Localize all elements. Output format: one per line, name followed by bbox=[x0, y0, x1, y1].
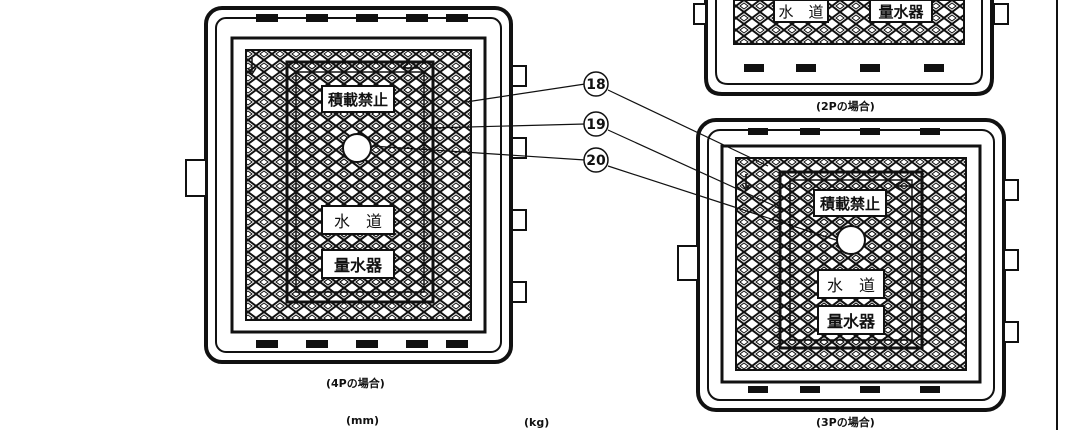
box-4p: 積載禁止 水 道 量水器 bbox=[185, 6, 527, 364]
box-4p-bottom-clips bbox=[256, 340, 468, 348]
box-3p-right-hinges bbox=[1003, 179, 1019, 343]
leader-18-to-4p bbox=[465, 83, 586, 103]
box-2p-plate-1 bbox=[773, 0, 829, 23]
leader-20-to-3p bbox=[607, 165, 837, 241]
callout-19: 19 bbox=[583, 111, 609, 137]
box-3p-lid-inner bbox=[789, 179, 913, 341]
box-4p-top-clips bbox=[256, 14, 468, 22]
box-3p-plate-1-text: 積載禁止 bbox=[819, 195, 880, 213]
leader-19-to-4p bbox=[429, 123, 586, 129]
unit-kg: (kg) bbox=[524, 416, 550, 429]
caption-4p: (4Pの場合) bbox=[326, 377, 385, 390]
box-4p-right-hinges bbox=[511, 65, 527, 303]
box-4p-sensor-hole bbox=[342, 133, 372, 163]
leader-18-to-3p bbox=[607, 89, 769, 167]
box-4p-corner-arrow bbox=[247, 58, 257, 76]
box-3p-left-latch bbox=[677, 245, 699, 281]
callout-20-number: 20 bbox=[586, 153, 606, 169]
box-2p-plate-2 bbox=[869, 0, 933, 23]
box-3p-sensor-hole bbox=[836, 225, 866, 255]
caption-2p: (2Pの場合) bbox=[816, 100, 875, 113]
box-4p-plate-1 bbox=[321, 85, 395, 113]
box-3p-corner-arrow bbox=[741, 174, 751, 192]
caption-3p: (3Pの場合) bbox=[816, 416, 875, 429]
box-3p-plate-1 bbox=[813, 189, 887, 217]
callout-19-number: 19 bbox=[586, 117, 605, 133]
box-2p-right-hinge bbox=[993, 3, 1009, 25]
box-3p-cover-rim bbox=[720, 144, 982, 384]
box-3p-plate-3-text: 量水器 bbox=[827, 312, 876, 331]
callout-20: 20 bbox=[583, 147, 609, 173]
box-2p-inner-frame bbox=[715, 0, 983, 85]
box-4p-left-latch bbox=[185, 159, 207, 197]
callout-18-number: 18 bbox=[586, 77, 605, 93]
box-3p-plate-2 bbox=[817, 269, 885, 299]
leader-19-to-3p bbox=[607, 129, 789, 213]
leader-lines bbox=[371, 83, 837, 241]
box-4p-plate-3 bbox=[321, 249, 395, 279]
unit-mm: (mm) bbox=[346, 414, 379, 427]
callout-18: 18 bbox=[583, 71, 609, 97]
box-4p-lid-inner bbox=[295, 71, 425, 293]
box-4p-cover-rim bbox=[230, 36, 487, 334]
box-2p-outer-frame bbox=[704, 0, 994, 96]
box-3p-plate-3 bbox=[817, 305, 885, 335]
box-3p-open-arrow bbox=[893, 181, 912, 191]
box-3p-bottom-clips bbox=[748, 386, 940, 393]
box-4p-plate-2 bbox=[321, 205, 395, 235]
box-3p-top-clips bbox=[748, 128, 940, 135]
box-3p-inner-frame bbox=[707, 129, 995, 401]
leader-20-to-4p bbox=[371, 145, 586, 161]
box-2p-plate-2-text: 量水器 bbox=[878, 3, 924, 21]
box-2p-plate-1-text: 水 道 bbox=[778, 3, 823, 21]
box-4p-open-arrow bbox=[401, 63, 420, 73]
box-4p-plate-3-text: 量水器 bbox=[334, 256, 383, 275]
box-2p-left-hinge bbox=[693, 3, 707, 25]
box-2p: 水 道 量水器 bbox=[693, 0, 1009, 96]
box-3p: 積載禁止 水 道 量水器 bbox=[677, 118, 1019, 412]
box-3p-plate-2-text: 水 道 bbox=[827, 276, 875, 295]
box-4p-plate-2-text: 水 道 bbox=[334, 212, 382, 231]
box-4p-plate-1-text: 積載禁止 bbox=[327, 91, 388, 109]
box-2p-bottom-clips bbox=[744, 64, 944, 72]
